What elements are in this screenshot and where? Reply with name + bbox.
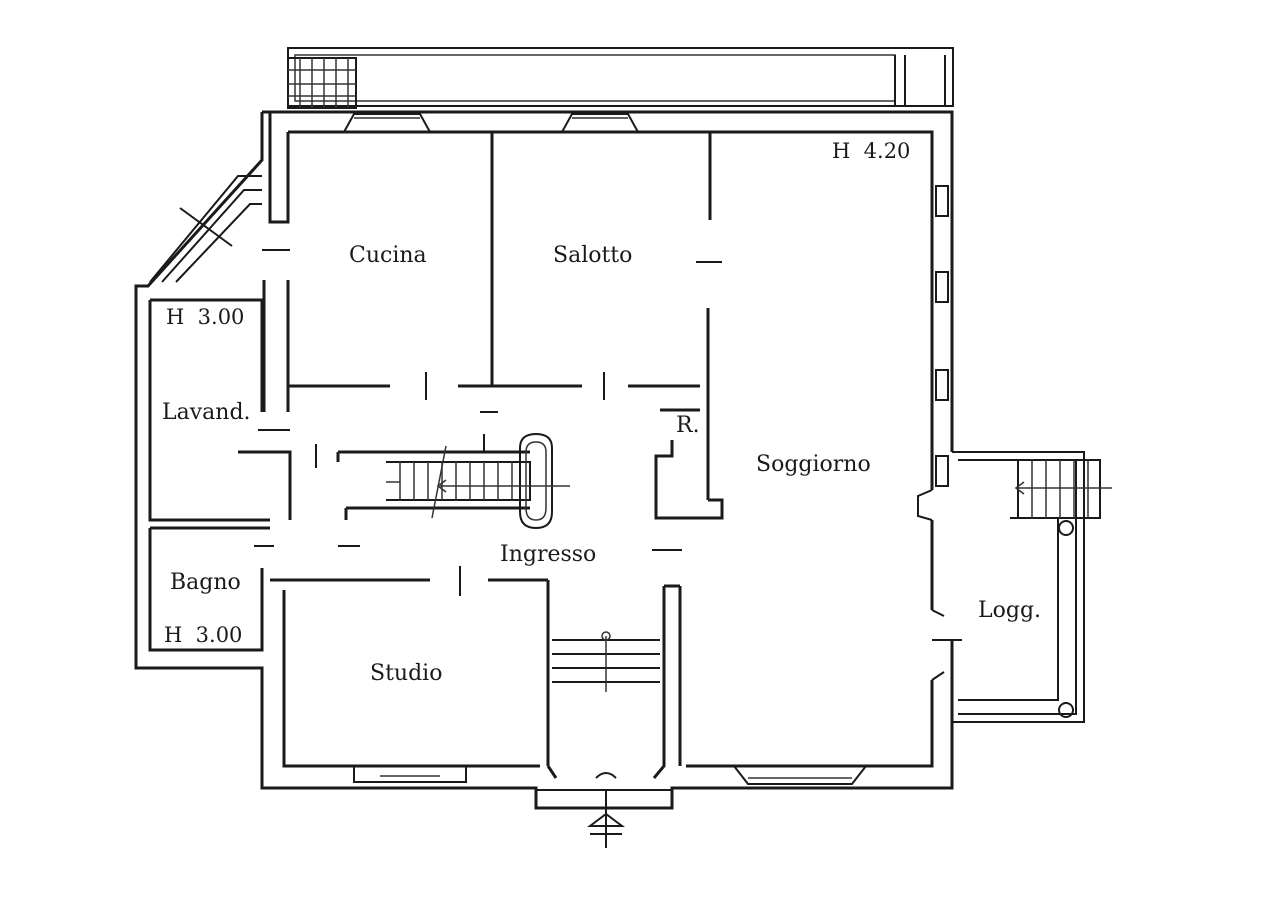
exterior-walls [134, 110, 954, 810]
room-label-bagno: Bagno [170, 570, 241, 595]
room-label-ingresso: Ingresso [500, 542, 596, 567]
room-label-lavanderia: Lavand. [162, 400, 251, 425]
terrace-stair [287, 57, 357, 109]
height-label-bagno: H 3.00 [164, 623, 242, 647]
entrance-steps [536, 631, 672, 848]
top-windows [343, 113, 639, 133]
room-label-cucina: Cucina [349, 243, 427, 268]
room-label-soggiorno: Soggiorno [756, 452, 871, 477]
room-label-loggia: Logg. [978, 598, 1041, 623]
right-windows [917, 185, 962, 681]
height-label-lavanderia: H 3.00 [166, 305, 244, 329]
room-label-salotto: Salotto [553, 243, 632, 268]
top-terrace [287, 47, 954, 107]
interior-walls [148, 132, 867, 785]
central-staircase [336, 432, 570, 530]
room-label-ripostiglio: R. [676, 413, 700, 438]
room-label-studio: Studio [370, 661, 442, 686]
height-label-soggiorno: H 4.20 [832, 139, 910, 163]
loggia [952, 451, 1112, 723]
